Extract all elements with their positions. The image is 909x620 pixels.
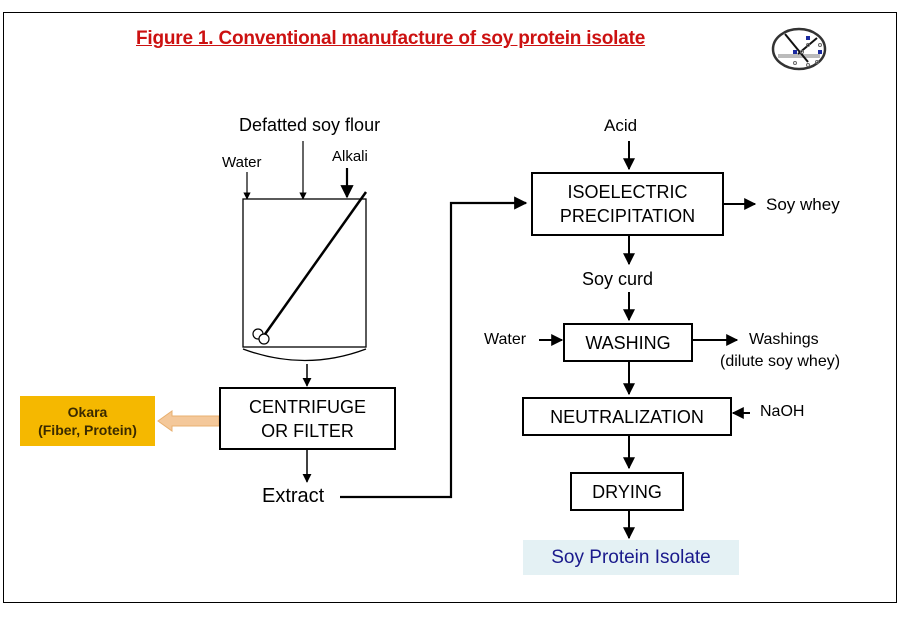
centrifuge-filter-box: CENTRIFUGE OR FILTER — [219, 387, 396, 450]
washing-water-label: Water — [484, 331, 527, 348]
extract-label: Extract — [262, 485, 325, 507]
centrifuge-label-line1: CENTRIFUGE — [249, 396, 366, 417]
okara-byproduct-box: Okara (Fiber, Protein) — [20, 396, 155, 446]
neutralization-box: NEUTRALIZATION — [522, 397, 732, 436]
drying-box: DRYING — [570, 472, 684, 511]
soy-curd-label: Soy curd — [582, 269, 654, 289]
figure-title: Figure 1. Conventional manufacture of so… — [136, 28, 646, 49]
centrifuge-label-line2: OR FILTER — [261, 420, 354, 441]
washings-label: Washings — [749, 331, 819, 348]
lab-logo-icon — [771, 27, 827, 71]
alkali-input-label: Alkali — [332, 148, 368, 165]
drying-label: DRYING — [592, 481, 662, 502]
okara-sublabel: (Fiber, Protein) — [38, 422, 137, 438]
precipitation-label-line1: ISOELECTRIC — [567, 182, 688, 202]
soy-protein-isolate-product: Soy Protein Isolate — [523, 540, 739, 575]
product-label: Soy Protein Isolate — [551, 546, 711, 568]
washings-sublabel: (dilute soy whey) — [720, 353, 841, 370]
acid-label: Acid — [604, 116, 638, 135]
figure-frame — [3, 12, 897, 603]
naoh-label: NaOH — [760, 403, 805, 420]
water-input-label: Water — [222, 154, 262, 171]
washing-box: WASHING — [563, 323, 693, 362]
precipitation-label-line2: PRECIPITATION — [559, 206, 696, 226]
soy-whey-label: Soy whey — [766, 195, 840, 214]
neutralization-label: NEUTRALIZATION — [550, 406, 704, 427]
okara-label: Okara — [67, 404, 108, 420]
defatted-soy-flour-label: Defatted soy flour — [239, 115, 381, 135]
isoelectric-precipitation-box: ISOELECTRIC PRECIPITATION — [531, 172, 724, 236]
washing-label: WASHING — [585, 332, 671, 353]
